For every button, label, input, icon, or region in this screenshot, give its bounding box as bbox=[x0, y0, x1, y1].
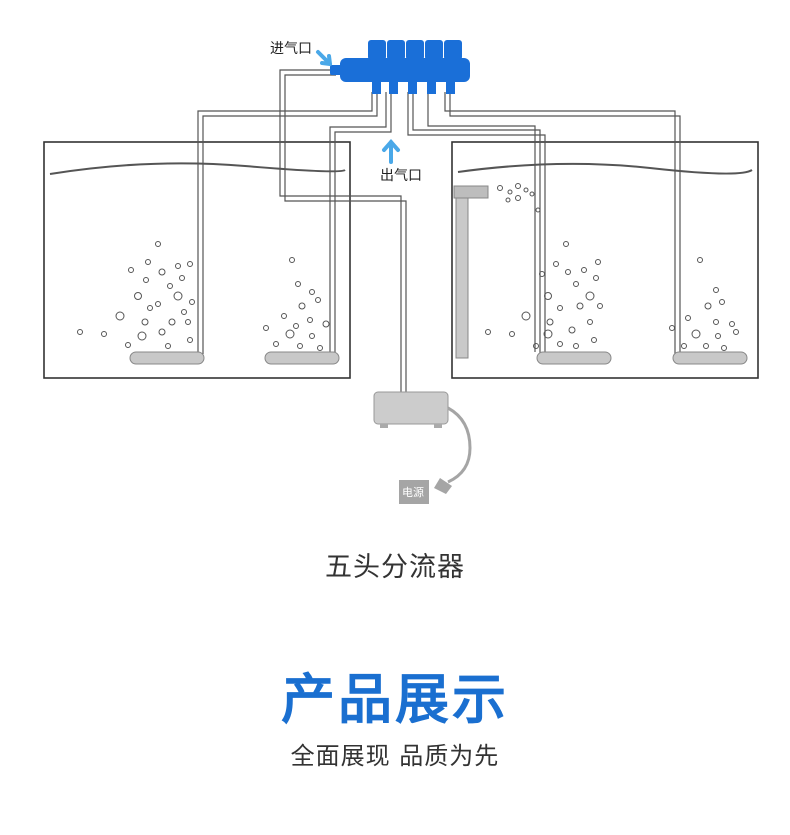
plug-icon bbox=[434, 478, 452, 494]
air-stones bbox=[129, 351, 748, 365]
air-stone bbox=[672, 351, 748, 365]
five-way-manifold bbox=[330, 40, 470, 94]
air-stone bbox=[129, 351, 205, 365]
air-stone bbox=[264, 351, 340, 365]
power-box bbox=[399, 480, 429, 504]
air-inlet-label: 进气口 bbox=[270, 41, 312, 57]
air-pump bbox=[373, 391, 449, 428]
right-water-surface bbox=[457, 162, 753, 175]
air-inlet-arrow-icon bbox=[316, 50, 332, 66]
left-tank bbox=[43, 141, 351, 379]
section-heading: 产品展示 bbox=[281, 668, 509, 731]
section-subheading: 全面展现 品质为先 bbox=[290, 742, 500, 770]
bubbles bbox=[77, 183, 739, 351]
air-outlet-label: 出气口 bbox=[380, 168, 422, 184]
air-tubes bbox=[197, 69, 681, 392]
aquarium-diagram: 进气口 出气口 bbox=[43, 40, 759, 504]
right-tank bbox=[451, 141, 759, 379]
diagram-caption: 五头分流器 bbox=[325, 552, 465, 583]
power-cord bbox=[447, 406, 472, 484]
air-outlet-arrow-icon bbox=[382, 138, 400, 164]
heater-rod bbox=[453, 185, 489, 359]
air-stone bbox=[536, 351, 612, 365]
power-label: 电源 bbox=[402, 485, 424, 499]
